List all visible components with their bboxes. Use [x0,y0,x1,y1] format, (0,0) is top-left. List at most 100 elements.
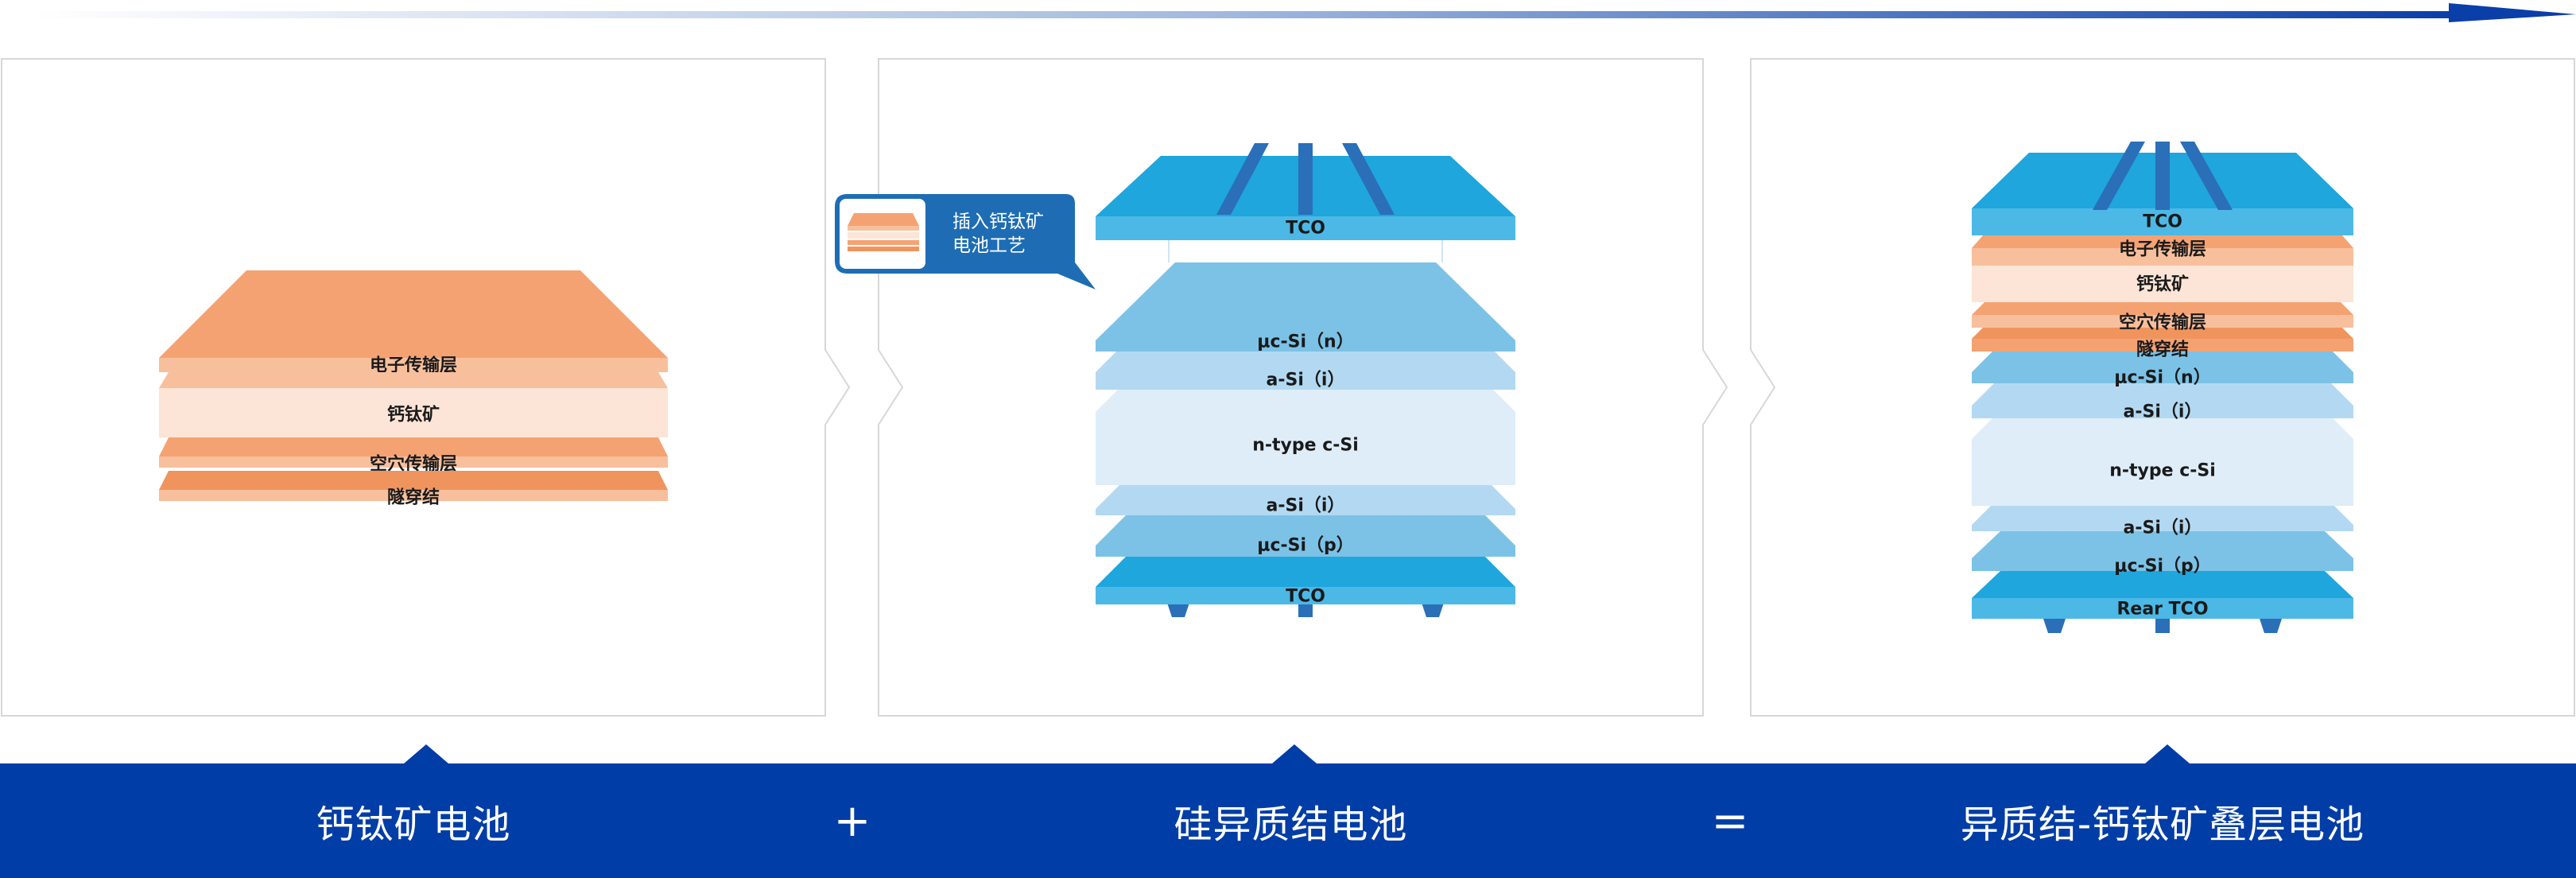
layer-uc-si-n-top-face [1096,262,1515,340]
layer-rear-tco [1972,571,2353,619]
hjt-top-electrode-2 [1298,143,1313,215]
layer-n-type-c-si-top-face [1972,418,2353,439]
layer-uc-si-p-top-face [1972,531,2353,558]
plus-operator: + [833,794,871,847]
callout-line-1: 插入钙钛矿 [952,212,1044,232]
layer-bottom-tco-top-face [1096,555,1515,587]
layer-hole-transport-front-face [159,456,668,468]
tandem-bottom-electrode-1 [2043,619,2066,633]
layer-uc-si-p-front-face [1096,546,1515,557]
tandem-bottom-electrode-2 [2155,619,2170,633]
layer-uc-si-p [1972,531,2353,571]
layer-electron-transport-front-face [159,358,668,372]
layer-top-tco-front-face [1096,216,1515,240]
layer-a-si-i-bottom-front-face [1096,509,1515,515]
caption-tandem-cell: 异质结-钙钛矿叠层电池 [1960,802,2365,847]
label-n-type-c-si: n-type c-Si [1252,436,1359,456]
layer-uc-si-p [1096,514,1515,557]
layer-rear-tco-front-face [1972,598,2353,619]
layer-a-si-i-bottom-top-face [1096,485,1515,509]
layer-tunnel-junction [159,471,668,501]
layer-hole-transport-front-face [1972,315,2353,328]
layer-perovskite-body [1972,266,2353,302]
label-tunnel-junction: 隧穿结 [387,488,440,508]
layer-tunnel-junction [1972,328,2353,352]
label-a-si-i-bottom: a-Si（i） [2124,519,2202,538]
label-rear-tco: Rear TCO [2116,600,2208,620]
layer-a-si-i-bottom [1972,506,2353,531]
layer-electron-transport [159,270,668,372]
layer-a-si-i-bottom-top-face [1972,506,2353,525]
label-uc-si-p: μc-Si（p） [1257,536,1354,556]
top-progress-arrow [32,3,2576,22]
layer-n-type-c-si-front-face [1096,412,1515,485]
tandem-cell-stack: Rear TCO μc-Si（p） a-Si（i） n-type c-Si a-Si（i… [1972,142,2353,633]
layer-uc-si-n [1096,262,1515,352]
label-bottom-tco: TCO [1286,587,1325,607]
layer-a-si-i-top-front-face [1972,406,2353,418]
layer-a-si-i-top-front-face [1096,372,1515,390]
label-hole-transport: 空穴传输层 [2119,313,2206,333]
tandem-top-electrode-1 [2093,142,2145,210]
layer-rear-tco-top-face [1972,571,2353,598]
layer-n-type-c-si-top-face [1096,388,1515,412]
tandem-top-electrode-3 [2180,142,2233,210]
layer-n-type-c-si-front-face [1972,439,2353,506]
layer-uc-si-n-front-face [1096,340,1515,352]
label-a-si-i-top: a-Si（i） [2124,402,2202,422]
layer-a-si-i-top-top-face [1096,348,1515,372]
label-tunnel-junction: 隧穿结 [2136,340,2189,360]
label-n-type-c-si: n-type c-Si [2109,461,2216,481]
layer-perovskite-body [159,388,668,437]
layer-hole-transport-top-face [1972,302,2353,315]
layer-hole-transport-top-face [159,437,668,456]
layer-electron-transport [1972,235,2353,266]
layer-hole-transport [1972,302,2353,328]
layer-bottom-tco [1096,555,1515,604]
tandem-bottom-electrode-3 [2260,619,2282,633]
label-a-si-i-top: a-Si（i） [1267,371,1345,390]
layer-a-si-i-bottom-front-face [1972,525,2353,531]
layer-uc-si-n-front-face [1972,372,2353,383]
hjt-bottom-electrode-3 [1422,603,1444,617]
hjt-top-electrode-3 [1342,143,1395,215]
label-top-tco: TCO [2143,212,2182,232]
hjt-bottom-electrode-2 [1298,603,1313,617]
layer-a-si-i-top-top-face [1972,383,2353,406]
layer-n-type-c-si [1096,388,1515,485]
hjt-bottom-electrode-1 [1167,603,1189,617]
layer-n-type-c-si [1972,418,2353,506]
layer-uc-si-n-top-face [1972,352,2353,372]
layer-tunnel-junction-top-face [159,471,668,490]
layer-tunnel-junction-top-face [1972,328,2353,339]
layer-a-si-i-top [1972,383,2353,418]
label-electron-transport: 电子传输层 [2119,239,2206,260]
label-uc-si-p: μc-Si（p） [2114,557,2211,577]
callout-line-2: 电池工艺 [952,235,1026,256]
insert-perovskite-callout: 插入钙钛矿 电池工艺 [835,194,1096,289]
label-perovskite: 钙钛矿 [2136,274,2189,295]
layer-uc-si-n [1972,352,2353,383]
layer-perovskite [159,372,668,388]
label-uc-si-n: μc-Si（n） [1257,332,1353,352]
layer-perovskite-top-face [159,372,668,388]
label-top-tco: TCO [1286,219,1325,239]
layer-a-si-i-top [1096,348,1515,390]
layer-electron-transport-top-face [1972,235,2353,248]
layer-uc-si-p-front-face [1972,558,2353,571]
layer-tunnel-junction-front-face [1972,339,2353,352]
layer-electron-transport-front-face [1972,248,2353,266]
callout-thumb-layers-icon [848,213,919,251]
layer-electron-transport-top-face [159,270,668,358]
caption-hjt-cell: 硅异质结电池 [1174,802,1408,847]
layer-hole-transport [159,437,668,468]
label-uc-si-n: μc-Si（n） [2114,368,2210,388]
equals-operator: = [1711,794,1749,847]
layer-top-tco-front-face [1972,208,2353,235]
label-perovskite: 钙钛矿 [387,405,440,425]
caption-band [0,744,2576,878]
layer-bottom-tco-front-face [1096,587,1515,604]
